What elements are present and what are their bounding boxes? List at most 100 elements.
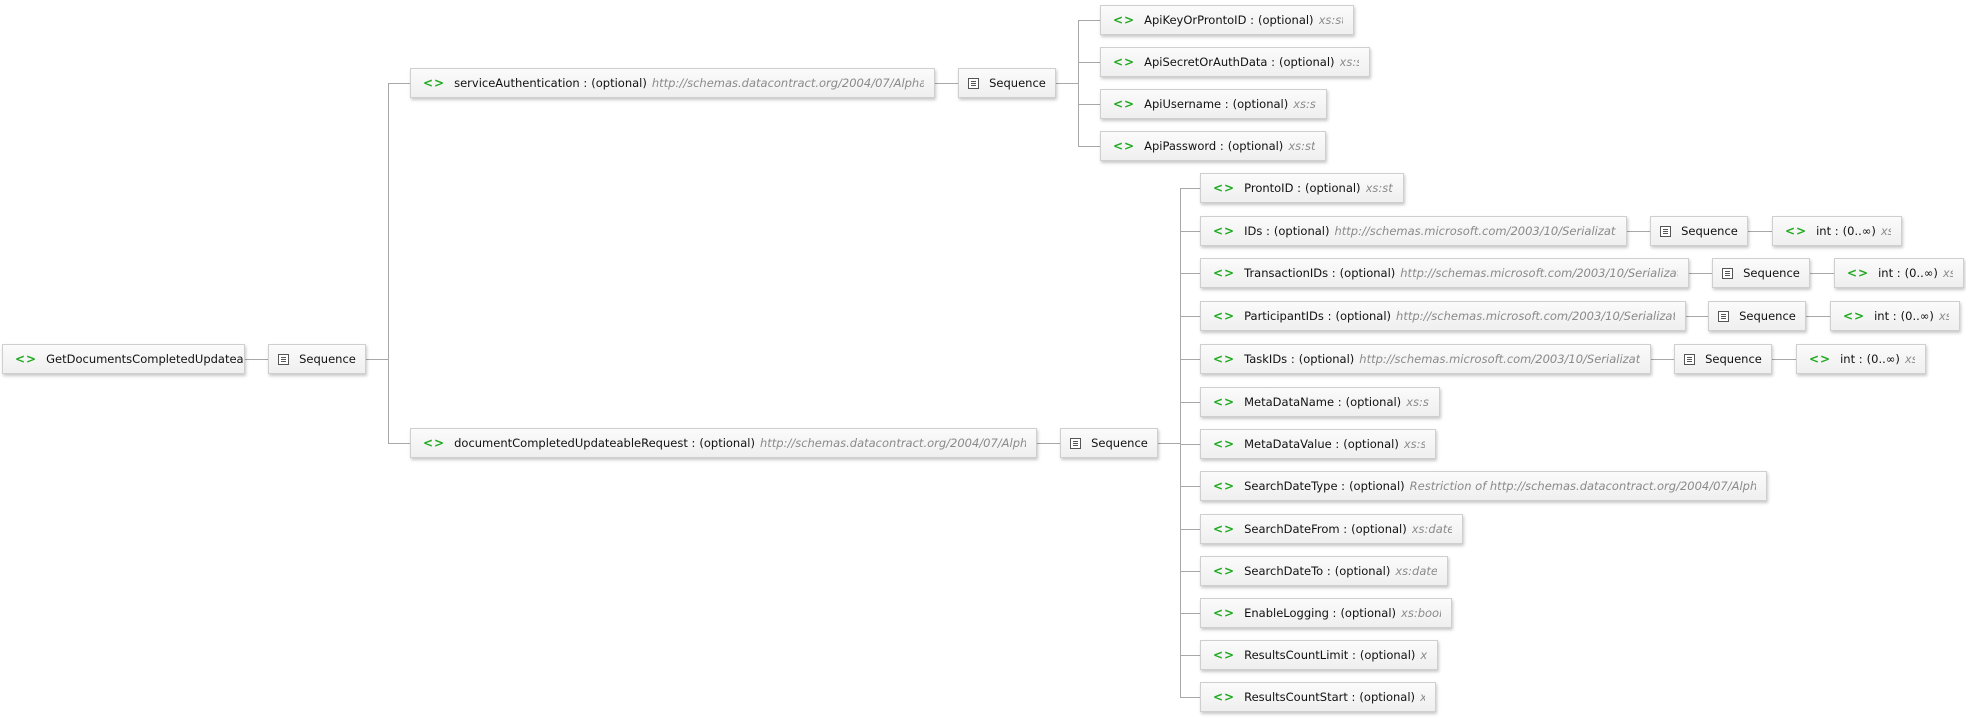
element-type: http://schemas.datacontract.org/2004/07/… — [759, 436, 1026, 450]
element-type: xs:string — [1293, 97, 1316, 111]
element-icon: <> — [1213, 690, 1236, 704]
element-occurrence: (optional) — [1304, 181, 1361, 195]
sequence-label: Sequence — [1091, 436, 1148, 450]
element-type: http://schemas.datacontract.org/2004/07/… — [651, 76, 924, 90]
sequence-documentcompletedupdateablerequest[interactable]: Sequence — [1060, 428, 1158, 458]
element-name: SearchDateType — [1244, 479, 1338, 493]
sequence-taskids[interactable]: Sequence — [1674, 344, 1772, 374]
element-metadataname[interactable]: <> MetaDataName : (optional) xs:string — [1200, 387, 1440, 417]
element-icon: <> — [1213, 181, 1236, 195]
sequence-participantids[interactable]: Sequence — [1708, 301, 1806, 331]
element-icon: <> — [15, 352, 38, 366]
element-type: xs:boolean — [1401, 606, 1441, 620]
element-apikeyorprontoid[interactable]: <> ApiKeyOrProntoID : (optional) xs:stri… — [1100, 5, 1354, 35]
element-type: xs:string — [1318, 13, 1343, 27]
element-type: http://schemas.microsoft.com/2003/10/Ser… — [1334, 224, 1616, 238]
element-name: int — [1878, 266, 1894, 280]
sequence-transactionids[interactable]: Sequence — [1712, 258, 1810, 288]
element-occurrence: (0..∞) — [1904, 266, 1938, 280]
element-name: int — [1874, 309, 1890, 323]
element-icon: <> — [1213, 564, 1236, 578]
sequence-icon — [1722, 267, 1734, 279]
element-occurrence: (optional) — [1335, 309, 1392, 323]
element-name: ResultsCountLimit — [1244, 648, 1349, 662]
element-enablelogging[interactable]: <> EnableLogging : (optional) xs:boolean — [1200, 598, 1452, 628]
element-resultscountlimit[interactable]: <> ResultsCountLimit : (optional) xs:int — [1200, 640, 1438, 670]
element-type: Restriction of http://schemas.datacontra… — [1409, 479, 1756, 493]
element-getdocumentscompletedupdateable[interactable]: <> GetDocumentsCompletedUpdateable — [2, 344, 245, 374]
element-prontoid[interactable]: <> ProntoID : (optional) xs:string — [1200, 173, 1404, 203]
element-name: ApiUsername — [1144, 97, 1222, 111]
element-searchdateto[interactable]: <> SearchDateTo : (optional) xs:dateTime — [1200, 556, 1448, 586]
element-name: IDs — [1244, 224, 1263, 238]
element-icon: <> — [1213, 395, 1236, 409]
element-name: EnableLogging — [1244, 606, 1329, 620]
element-icon: <> — [1213, 648, 1236, 662]
element-name: ApiSecretOrAuthData — [1144, 55, 1268, 69]
element-name: ApiKeyOrProntoID — [1144, 13, 1247, 27]
element-icon: <> — [1113, 97, 1136, 111]
element-icon: <> — [1809, 352, 1832, 366]
element-name: int — [1816, 224, 1832, 238]
element-occurrence: (optional) — [1273, 224, 1330, 238]
element-name: ResultsCountStart — [1244, 690, 1348, 704]
sequence-icon — [1718, 310, 1730, 322]
element-ids[interactable]: <> IDs : (optional) http://schemas.micro… — [1200, 216, 1627, 246]
element-name: int — [1840, 352, 1856, 366]
element-icon: <> — [1213, 224, 1236, 238]
element-type: xs:int — [1880, 224, 1891, 238]
element-participantids[interactable]: <> ParticipantIDs : (optional) http://sc… — [1200, 301, 1686, 331]
element-taskids-int[interactable]: <> int : (0..∞) xs:int — [1796, 344, 1926, 374]
element-name: documentCompletedUpdateableRequest — [454, 436, 688, 450]
element-icon: <> — [1785, 224, 1808, 238]
element-icon: <> — [1843, 309, 1866, 323]
element-type: xs:int — [1904, 352, 1915, 366]
sequence-icon — [1070, 437, 1082, 449]
element-occurrence: (optional) — [1278, 55, 1335, 69]
sequence-ids[interactable]: Sequence — [1650, 216, 1748, 246]
element-metadatavalue[interactable]: <> MetaDataValue : (optional) xs:string — [1200, 429, 1436, 459]
element-type: xs:int — [1420, 690, 1425, 704]
sequence-serviceauthentication[interactable]: Sequence — [958, 68, 1056, 98]
element-icon: <> — [1113, 139, 1136, 153]
element-occurrence: (optional) — [1359, 648, 1416, 662]
element-participantids-int[interactable]: <> int : (0..∞) xs:int — [1830, 301, 1960, 331]
element-occurrence: (0..∞) — [1842, 224, 1876, 238]
element-apisecretorauthdata[interactable]: <> ApiSecretOrAuthData : (optional) xs:s… — [1100, 47, 1370, 77]
element-type: xs:int — [1420, 648, 1427, 662]
sequence-label: Sequence — [1743, 266, 1800, 280]
element-occurrence: (optional) — [591, 76, 647, 90]
element-transactionids[interactable]: <> TransactionIDs : (optional) http://sc… — [1200, 258, 1689, 288]
element-name: MetaDataName — [1244, 395, 1335, 409]
element-occurrence: (optional) — [1232, 97, 1289, 111]
element-icon: <> — [1213, 479, 1236, 493]
element-name: TransactionIDs — [1244, 266, 1329, 280]
element-apipassword[interactable]: <> ApiPassword : (optional) xs:string — [1100, 131, 1326, 161]
element-icon: <> — [1213, 352, 1236, 366]
element-resultscountstart[interactable]: <> ResultsCountStart : (optional) xs:int — [1200, 682, 1436, 712]
element-occurrence: (optional) — [1340, 606, 1397, 620]
element-name: serviceAuthentication — [454, 76, 580, 90]
element-ids-int[interactable]: <> int : (0..∞) xs:int — [1772, 216, 1902, 246]
element-documentcompletedupdateablerequest[interactable]: <> documentCompletedUpdateableRequest : … — [410, 428, 1037, 458]
sequence-label: Sequence — [1739, 309, 1796, 323]
element-name: ProntoID — [1244, 181, 1294, 195]
element-searchdatefrom[interactable]: <> SearchDateFrom : (optional) xs:dateTi… — [1200, 514, 1463, 544]
element-name: ParticipantIDs — [1244, 309, 1324, 323]
sequence-root[interactable]: Sequence — [268, 344, 366, 374]
element-transactionids-int[interactable]: <> int : (0..∞) xs:int — [1834, 258, 1964, 288]
element-serviceauthentication[interactable]: <> serviceAuthentication : (optional) ht… — [410, 68, 935, 98]
element-occurrence: (optional) — [1257, 13, 1314, 27]
sequence-icon — [968, 77, 980, 89]
element-icon: <> — [1113, 13, 1136, 27]
element-icon: <> — [1847, 266, 1870, 280]
element-icon: <> — [1213, 606, 1236, 620]
element-occurrence: (optional) — [1298, 352, 1355, 366]
element-searchdatetype[interactable]: <> SearchDateType : (optional) Restricti… — [1200, 471, 1767, 501]
element-type: http://schemas.microsoft.com/2003/10/Ser… — [1396, 309, 1675, 323]
element-occurrence: (0..∞) — [1900, 309, 1934, 323]
element-taskids[interactable]: <> TaskIDs : (optional) http://schemas.m… — [1200, 344, 1651, 374]
element-type: http://schemas.microsoft.com/2003/10/Ser… — [1359, 352, 1640, 366]
element-apiusername[interactable]: <> ApiUsername : (optional) xs:string — [1100, 89, 1327, 119]
sequence-icon — [278, 353, 290, 365]
